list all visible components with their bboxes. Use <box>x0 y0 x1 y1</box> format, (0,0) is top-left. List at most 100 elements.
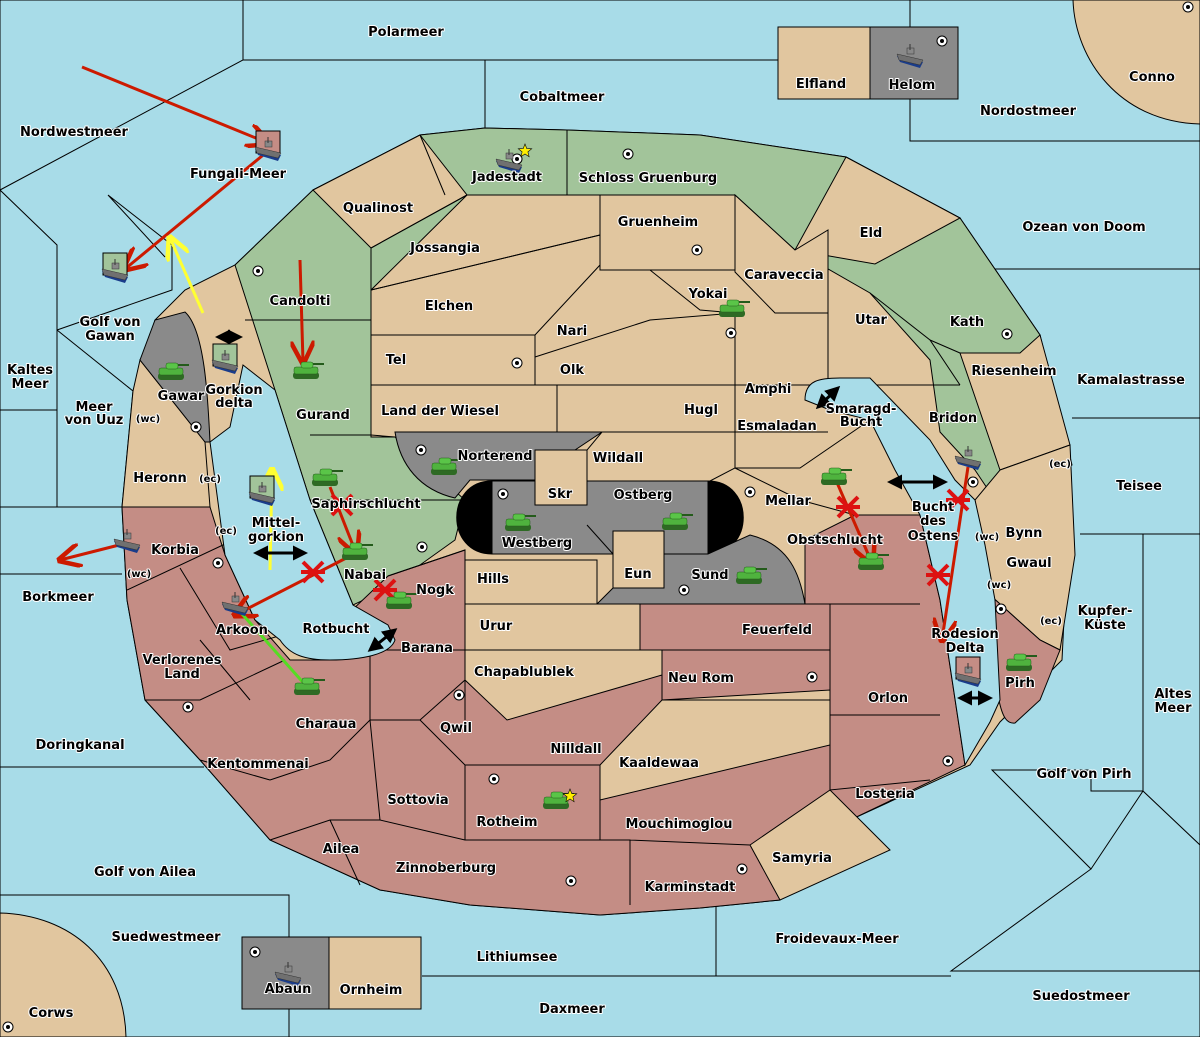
province-label: Elfland <box>796 77 846 92</box>
province-label: Ostens <box>908 529 959 544</box>
province-label: Eun <box>624 567 651 582</box>
coast-label: (ec) <box>1040 616 1062 627</box>
province-label: Nogk <box>416 583 454 598</box>
move-order-arrow <box>300 259 303 362</box>
province-label: Losteria <box>855 787 915 802</box>
province-eld[interactable] <box>794 156 962 265</box>
province-label: Tel <box>386 353 406 368</box>
province-label: gorkion <box>248 530 304 545</box>
province-elfland[interactable] <box>777 26 871 100</box>
province-label: Skr <box>548 487 573 502</box>
province-label: Charaua <box>296 717 357 732</box>
province-heronn[interactable] <box>121 358 211 508</box>
coast-label: (ec) <box>215 526 237 537</box>
province-label: Elchen <box>425 299 473 314</box>
supply-center-icon <box>511 357 523 369</box>
bounce-arrow <box>367 628 398 652</box>
province-label: Saphirschlucht <box>311 497 420 512</box>
province-skr[interactable] <box>534 449 588 506</box>
bounce-arrow <box>815 385 841 410</box>
province-label: Qwil <box>440 721 472 736</box>
province-label: Meer <box>1155 701 1193 716</box>
province-label: Westberg <box>502 536 572 551</box>
province-corws[interactable] <box>0 912 127 1037</box>
province-label: Eld <box>860 226 883 241</box>
province-label: Riesenheim <box>971 364 1056 379</box>
army-icon[interactable] <box>719 299 750 317</box>
province-label: Gawar <box>158 389 205 404</box>
province-label: Ailea <box>323 842 360 857</box>
move-order-arrow <box>60 541 128 560</box>
army-icon[interactable] <box>293 361 324 379</box>
province-label: Polarmeer <box>368 25 444 40</box>
province-label: Golf von Ailea <box>94 865 196 880</box>
province-label: Corws <box>29 1006 74 1021</box>
army-icon[interactable] <box>858 552 889 570</box>
failed-order-mark <box>373 578 397 602</box>
province-riesenheim[interactable] <box>959 334 1071 471</box>
province-eun[interactable] <box>612 530 665 589</box>
fleet-icon[interactable] <box>495 149 523 173</box>
army-icon[interactable] <box>736 566 767 584</box>
supply-center-icon <box>415 444 427 456</box>
province-samyria[interactable] <box>749 789 891 901</box>
fleet-icon[interactable] <box>254 130 282 161</box>
fleet-icon[interactable] <box>954 446 982 470</box>
province-label: Daxmeer <box>539 1002 605 1017</box>
fleet-icon[interactable] <box>954 656 982 687</box>
coast-label: (wc) <box>136 414 160 425</box>
orders <box>60 65 993 706</box>
fleet-icon[interactable] <box>274 962 302 986</box>
province-label: Neu Rom <box>668 671 734 686</box>
supply-center-icon <box>806 671 818 683</box>
army-icon[interactable] <box>1006 653 1037 671</box>
province-label: Barana <box>401 641 453 656</box>
support-order-line <box>170 238 205 314</box>
fleet-icon[interactable] <box>101 252 129 283</box>
province-label: Orlon <box>868 691 908 706</box>
province-label: Rodesion <box>931 627 998 642</box>
province-label: Verlorenes <box>142 653 221 668</box>
province-label: Samyria <box>772 851 832 866</box>
army-icon[interactable] <box>505 513 536 531</box>
province-conno[interactable] <box>1072 0 1200 125</box>
army-icon[interactable] <box>662 512 693 530</box>
province-ornheim[interactable] <box>328 936 422 1010</box>
army-icon[interactable] <box>821 467 852 485</box>
province-label: Kupfer- <box>1078 604 1133 619</box>
province-label: Ostberg <box>614 488 673 503</box>
supply-center-icon <box>416 541 428 553</box>
coast-label: (ec) <box>199 474 221 485</box>
province-label: Kamalastrasse <box>1077 373 1185 388</box>
province-label: Ozean von Doom <box>1022 220 1145 235</box>
province-label: Kath <box>950 315 984 330</box>
army-icon[interactable] <box>158 362 189 380</box>
province-label: Smaragd- <box>826 402 897 417</box>
province-label: Borkmeer <box>22 590 94 605</box>
mountain-west <box>456 480 493 555</box>
province-label: Candolti <box>270 294 331 309</box>
army-icon[interactable] <box>431 457 462 475</box>
supply-center-icon <box>678 584 690 596</box>
fleet-icon[interactable] <box>211 343 239 374</box>
province-label: Cobaltmeer <box>520 90 605 105</box>
fleet-icon[interactable] <box>896 44 924 68</box>
province-label: Gurand <box>296 408 350 423</box>
supply-center-icon <box>212 557 224 569</box>
sea-mittelgorkion[interactable] <box>209 364 396 661</box>
army-icon[interactable] <box>312 468 343 486</box>
fleet-icon[interactable] <box>221 592 249 616</box>
supply-center-icon <box>942 755 954 767</box>
failed-order-mark <box>836 495 860 519</box>
move-order-arrow <box>833 477 872 563</box>
province-label: Doringkanal <box>35 738 124 753</box>
army-icon[interactable] <box>342 542 373 560</box>
province-label: Meer <box>12 377 50 392</box>
fleet-icon[interactable] <box>113 529 141 553</box>
fleet-icon[interactable] <box>248 475 276 506</box>
army-icon[interactable] <box>294 677 325 695</box>
sea-smaragd-bucht[interactable] <box>804 377 1001 767</box>
army-icon[interactable] <box>386 591 417 609</box>
